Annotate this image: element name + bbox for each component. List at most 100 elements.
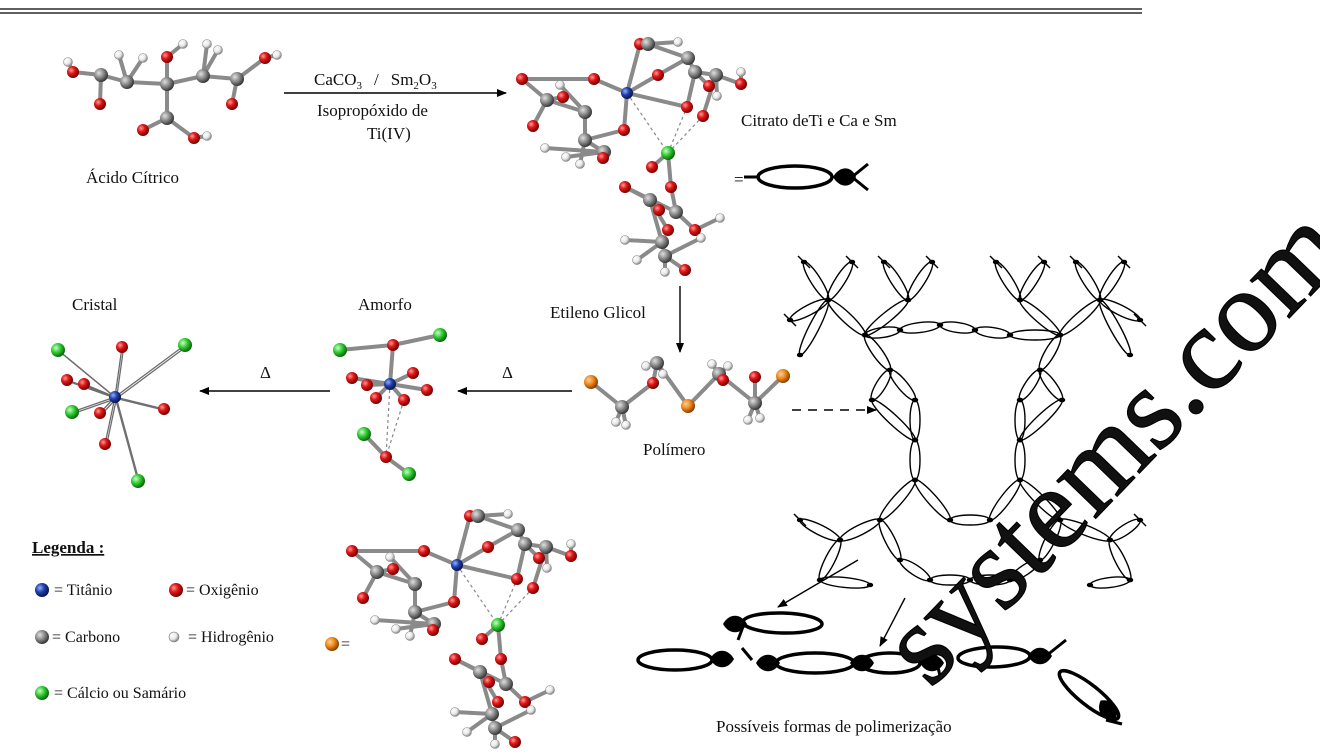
carbon-atom bbox=[681, 51, 695, 65]
bond bbox=[622, 91, 629, 132]
polymer-bead bbox=[1028, 647, 1052, 665]
bond-dashed bbox=[626, 92, 669, 154]
polymer-ellipse bbox=[913, 479, 952, 521]
polymer-ellipse bbox=[899, 321, 941, 334]
oxygen-atom bbox=[653, 204, 665, 216]
hydrogen-atom bbox=[736, 67, 746, 77]
polymer-node bbox=[926, 577, 934, 583]
oxygen-atom bbox=[597, 152, 609, 164]
carbon-atom bbox=[669, 205, 683, 219]
polymer-node bbox=[1036, 557, 1044, 563]
carbon-atom bbox=[160, 77, 174, 91]
oxygen-atom bbox=[398, 394, 410, 406]
hydrogen-atom bbox=[462, 727, 472, 737]
molecule-citrate-complex-legend bbox=[346, 509, 577, 749]
label-polymerization: Possíveis formas de polimerização bbox=[716, 717, 952, 736]
carbon-atom bbox=[641, 37, 655, 51]
polymer-bead bbox=[756, 654, 780, 672]
oxygen-atom bbox=[361, 379, 373, 391]
titanium-atom bbox=[109, 391, 121, 403]
carbon-atom bbox=[518, 537, 532, 551]
hydrogen-atom bbox=[555, 80, 565, 90]
oxygen-atom bbox=[679, 264, 691, 276]
polymer-spike bbox=[989, 255, 1003, 269]
hydrogen-atom bbox=[272, 50, 282, 60]
carbon-atom bbox=[539, 540, 553, 554]
bond-dashed bbox=[497, 587, 534, 626]
oxygen-atom bbox=[588, 73, 600, 85]
bond bbox=[115, 398, 141, 483]
polymer-node bbox=[1126, 352, 1134, 358]
polymer-node bbox=[833, 168, 856, 186]
hydrogen-atom bbox=[723, 361, 733, 371]
oxygen-atom bbox=[533, 552, 545, 564]
polymer-ellipse bbox=[741, 611, 824, 635]
hydrogen-atom bbox=[715, 213, 725, 223]
bond-dashed bbox=[385, 399, 405, 458]
oxygen-atom bbox=[511, 573, 523, 585]
polymer-node bbox=[868, 397, 876, 403]
polymer-spike bbox=[793, 513, 807, 527]
polymer-node bbox=[911, 397, 919, 403]
calcium-samarium-atom bbox=[131, 474, 145, 488]
oxygen-atom bbox=[652, 69, 664, 81]
polymer-node bbox=[1056, 332, 1064, 338]
legend-calcium-samarium: = Cálcio ou Samário bbox=[54, 685, 186, 702]
polymer-spike bbox=[736, 623, 746, 641]
oxygen-atom bbox=[380, 451, 392, 463]
oxygen-atom bbox=[116, 341, 128, 353]
oxygen-atom bbox=[188, 132, 200, 144]
oxygen-atom bbox=[482, 541, 494, 553]
polymer-node bbox=[1126, 577, 1134, 583]
bond bbox=[646, 42, 690, 60]
oxygen-atom bbox=[662, 224, 674, 236]
oxygen-atom bbox=[565, 550, 577, 562]
polymer-node bbox=[1006, 577, 1014, 583]
oxygen-atom bbox=[387, 563, 399, 575]
calcium-samarium-atom bbox=[178, 338, 192, 352]
label-citrate: Citrato deTi e Ca e Sm bbox=[741, 111, 897, 130]
polymer-ellipse bbox=[1099, 298, 1141, 322]
carbon-atom bbox=[540, 93, 554, 107]
polymer-node bbox=[896, 327, 904, 333]
legend-polymer-link-swatch bbox=[325, 637, 339, 651]
calcium-samarium-atom bbox=[661, 146, 675, 160]
oxygen-atom bbox=[527, 582, 539, 594]
oxygen-atom bbox=[519, 696, 531, 708]
label-delta-2: Δ bbox=[260, 363, 271, 382]
legend-orange-equals: = bbox=[341, 636, 350, 653]
oxygen-atom bbox=[448, 596, 460, 608]
polymer-node bbox=[904, 297, 912, 303]
legend: Legenda : = Titânio = Oxigênio = Carbono… bbox=[32, 538, 350, 702]
calcium-samarium-atom bbox=[433, 328, 447, 342]
polymer-link-atom bbox=[681, 399, 695, 413]
oxygen-atom bbox=[387, 339, 399, 351]
oxygen-atom bbox=[226, 98, 238, 110]
calcium-samarium-atom bbox=[402, 467, 416, 481]
carbon-atom bbox=[370, 565, 384, 579]
polymer-ellipse bbox=[939, 321, 976, 334]
carbon-atom bbox=[615, 400, 629, 414]
legend-title: Legenda : bbox=[32, 538, 104, 557]
legend-calcium-samarium-swatch bbox=[35, 686, 49, 700]
polymer-node bbox=[1096, 297, 1104, 303]
oxygen-atom bbox=[483, 676, 495, 688]
hydrogen-atom bbox=[526, 705, 536, 715]
oxygen-atom bbox=[697, 110, 709, 122]
watermark: systems.com bbox=[854, 181, 1320, 708]
oxygen-atom bbox=[158, 403, 170, 415]
carbon-atom bbox=[160, 111, 174, 125]
carbon-atom bbox=[471, 509, 485, 523]
polymer-link-atom bbox=[584, 375, 598, 389]
carbon-atom bbox=[658, 249, 672, 263]
polymer-ellipse bbox=[826, 298, 867, 337]
bond bbox=[388, 382, 429, 392]
oxygen-atom bbox=[619, 181, 631, 193]
polymer-node bbox=[1006, 332, 1014, 338]
molecule-polymer bbox=[584, 356, 790, 430]
polymer-node bbox=[756, 654, 780, 672]
polymer-node bbox=[1056, 517, 1064, 523]
label-equals-citrate: = bbox=[734, 170, 744, 189]
bond bbox=[455, 563, 519, 581]
